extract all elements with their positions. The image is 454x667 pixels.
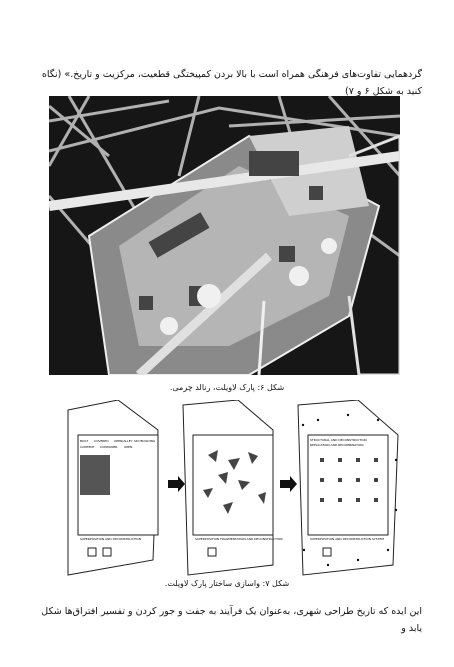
panel-3-header-1: STRUCTURAL AND DECONSTRUCTION (310, 438, 367, 442)
panel-1-legend-covered: COVERED (94, 439, 109, 443)
figure-6-caption: شکل ۶: پارک لاویلت، رنالد چرمی. (169, 383, 285, 392)
panel-1-legend-sky-building: SKY/BUILDING (134, 439, 156, 443)
panel-1-legend-content: CONTENT (80, 445, 95, 449)
panel-3-header-2: REPLICATION AND RECOMBINATION (310, 443, 363, 447)
panel-3-footer: SUPERPOSITION AND DECONSTRUCTION SYSTEM (310, 537, 384, 541)
panel-1-legend-built: BUILT (80, 439, 88, 443)
panel-1-legend-open: OPEN (124, 445, 132, 449)
panel-2-footer: SUPERPOSITION FRAGMENTATION AND DECONSTR… (195, 537, 282, 541)
panel-1-legend-container: CONTAINER (100, 445, 117, 449)
figure-7-panel-2: SUPERPOSITION FRAGMENTATION AND DECONSTR… (182, 400, 282, 576)
figure-7-deconstruction-diagrams: BUILT COVERED OPEN/ALLEY SKY/BUILDING CO… (67, 400, 399, 576)
figure-6-park-la-villette-aerial (49, 96, 400, 375)
panel-1-legend-open-alley: OPEN/ALLEY (114, 439, 133, 443)
paragraph-2: این ایده که تاریخ طراحی شهری، به‌عنوان ی… (41, 606, 422, 634)
paragraph-1: گردهمایی تفاوت‌های فرهنگی همراه است با ب… (41, 69, 422, 97)
figure-7-panel-1: BUILT COVERED OPEN/ALLEY SKY/BUILDING CO… (67, 400, 159, 576)
figure-7-panel-3: STRUCTURAL AND DECONSTRUCTION REPLICATIO… (297, 400, 399, 576)
figure-7-caption: شکل ۷: واسازی ساختار پارک لاویلت. (164, 579, 290, 588)
panel-1-footer: SUPERPOSITION AND DECONSTRUCTION (80, 537, 141, 541)
